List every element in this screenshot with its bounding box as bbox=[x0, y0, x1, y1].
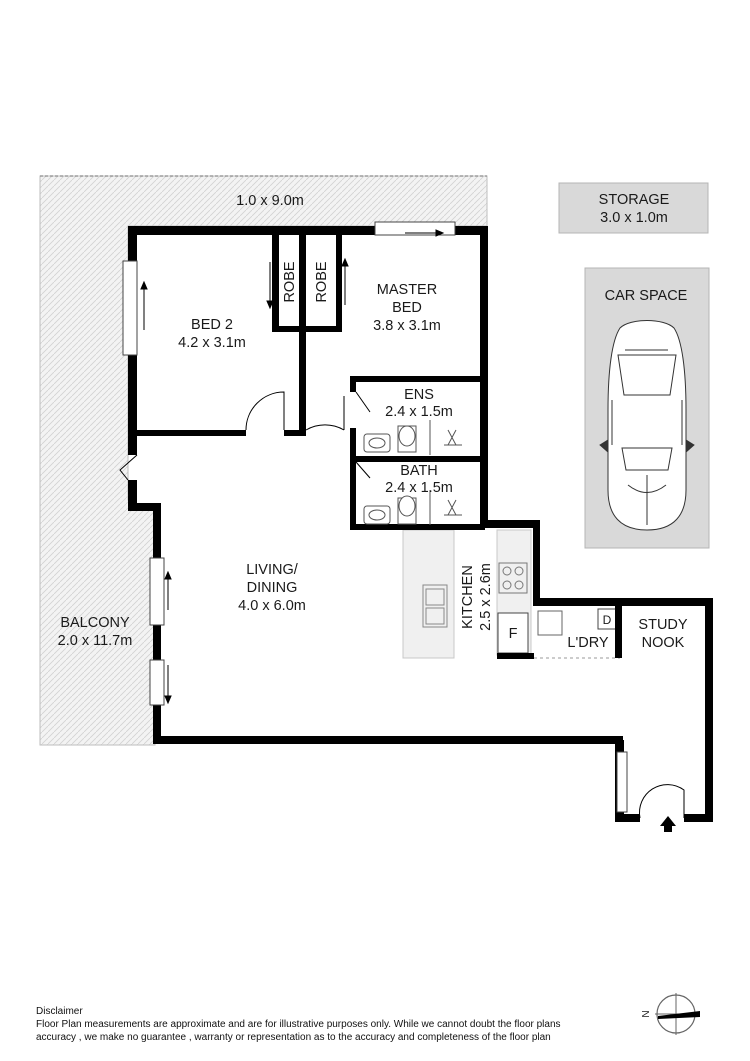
living-name-1: LIVING/ bbox=[246, 562, 299, 578]
laundry-label: L'DRY bbox=[567, 635, 609, 651]
study-name-2: NOOK bbox=[642, 635, 685, 651]
robe-label-a: ROBE bbox=[282, 261, 298, 302]
storage-dims: 3.0 x 1.0m bbox=[600, 210, 668, 226]
disclaimer: Disclaimer Floor Plan measurements are a… bbox=[36, 1005, 676, 1044]
disclaimer-title: Disclaimer bbox=[36, 1006, 83, 1017]
balcony-dims: 2.0 x 11.7m bbox=[58, 633, 133, 649]
bed2-dims: 4.2 x 3.1m bbox=[178, 335, 246, 351]
dryer-label: D bbox=[603, 613, 612, 627]
cooktop-icon bbox=[498, 562, 528, 594]
windows bbox=[122, 221, 628, 813]
robe-label-b: ROBE bbox=[314, 261, 330, 302]
balcony-name: BALCONY bbox=[60, 615, 130, 631]
balcony-top-dims: 1.0 x 9.0m bbox=[236, 193, 304, 209]
storage-name: STORAGE bbox=[599, 192, 670, 208]
disclaimer-line-1: Floor Plan measurements are approximate … bbox=[36, 1019, 561, 1030]
laundry-tub bbox=[537, 610, 563, 636]
car-space-name: CAR SPACE bbox=[605, 288, 688, 304]
car-icon bbox=[599, 320, 695, 531]
bath-name: BATH bbox=[400, 463, 438, 479]
fridge-label: F bbox=[509, 626, 518, 642]
compass-north-label: N bbox=[641, 1010, 652, 1017]
bed2-name: BED 2 bbox=[191, 317, 233, 333]
ens-name: ENS bbox=[404, 387, 434, 403]
compass-icon bbox=[655, 993, 700, 1035]
kitchen-name: KITCHEN bbox=[460, 565, 476, 629]
storage-box bbox=[558, 182, 709, 234]
master-bed-name-2: BED bbox=[392, 300, 422, 316]
entry-arrow-icon bbox=[660, 816, 676, 832]
master-bed-name-1: MASTER bbox=[377, 282, 437, 298]
disclaimer-line-2: accuracy , we make no guarantee , warran… bbox=[36, 1032, 551, 1043]
study-name-1: STUDY bbox=[638, 617, 687, 633]
ens-dims: 2.4 x 1.5m bbox=[385, 404, 453, 420]
living-dims: 4.0 x 6.0m bbox=[238, 598, 306, 614]
window-arrows bbox=[140, 229, 445, 705]
door-swings bbox=[119, 391, 685, 819]
kitchen-dims: 2.5 x 2.6m bbox=[478, 563, 494, 631]
master-bed-dims: 3.8 x 3.1m bbox=[373, 318, 441, 334]
kitchen-island bbox=[402, 529, 455, 659]
living-name-2: DINING bbox=[247, 580, 298, 596]
sink-icon bbox=[422, 584, 448, 628]
bath-dims: 2.4 x 1.5m bbox=[385, 480, 453, 496]
walls bbox=[128, 226, 713, 822]
ens-fixtures bbox=[363, 420, 462, 455]
bath-fixtures bbox=[363, 490, 462, 525]
